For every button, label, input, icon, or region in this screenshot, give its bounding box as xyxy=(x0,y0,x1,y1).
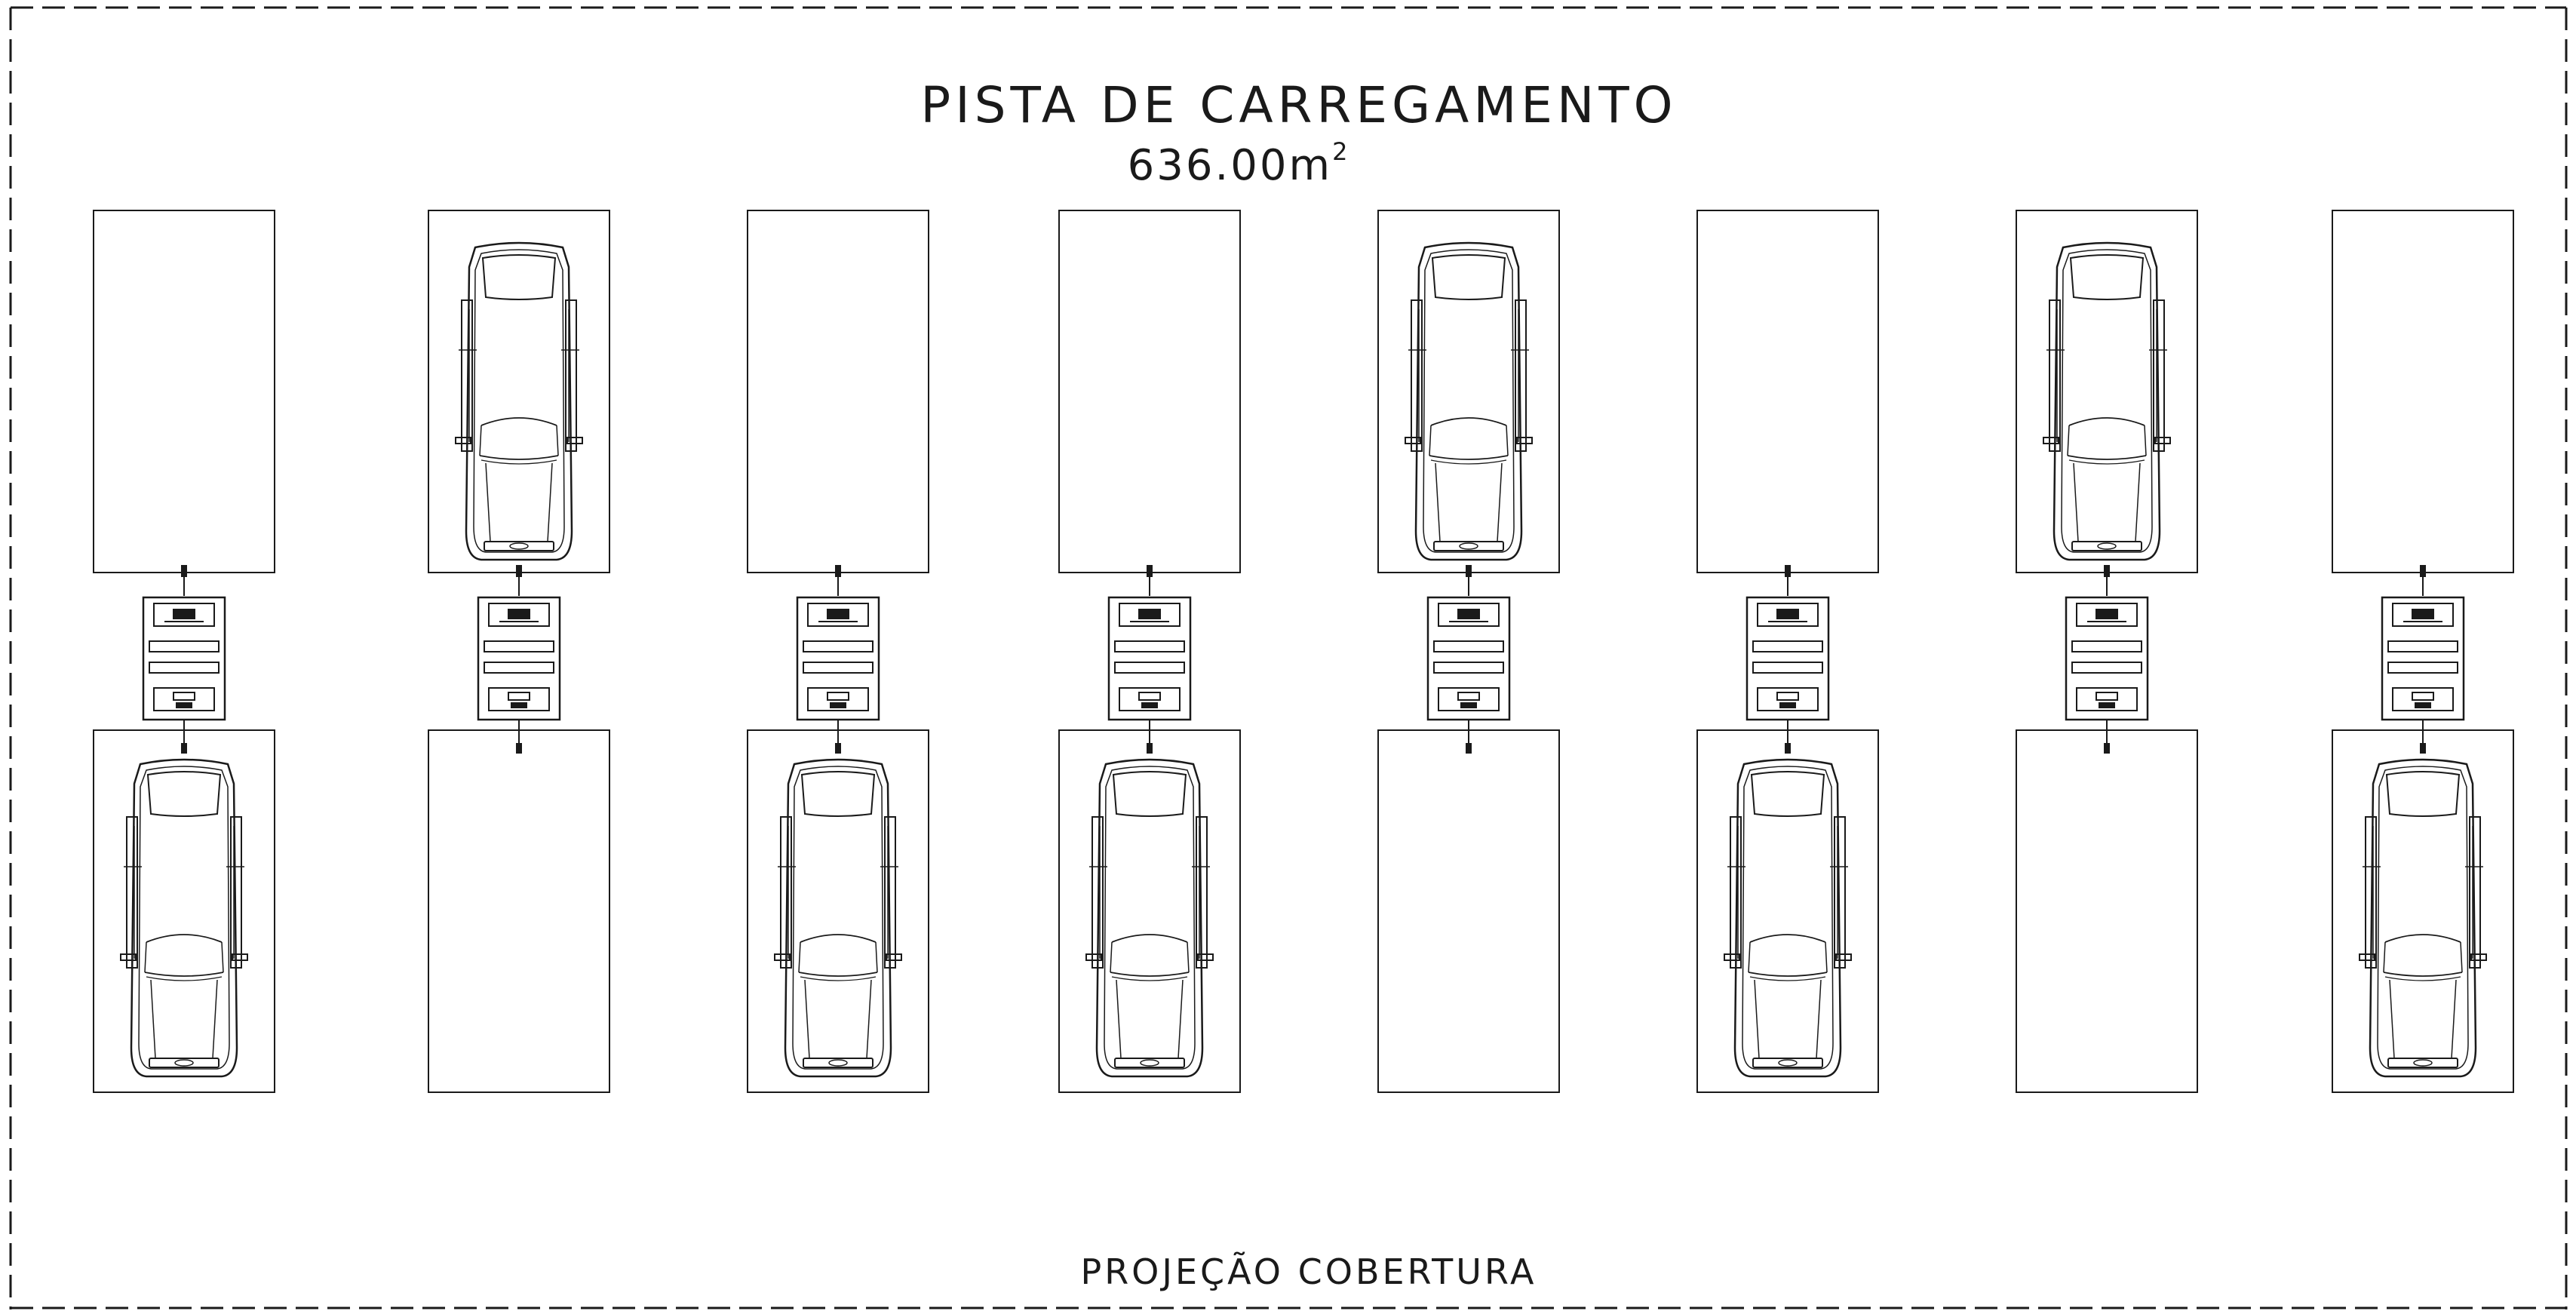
parking-slot-bottom xyxy=(2016,729,2198,1093)
car-bottom xyxy=(1724,758,1852,1078)
parking-slot-bottom xyxy=(747,729,929,1093)
ev-charger xyxy=(142,565,226,754)
parking-slot-top xyxy=(747,210,929,573)
charging-station xyxy=(1058,210,1241,1093)
parking-slot-bottom xyxy=(1377,729,1560,1093)
parking-slot-bottom xyxy=(93,729,275,1093)
ev-charger xyxy=(1745,565,1830,754)
car-bottom xyxy=(1085,758,1214,1078)
charging-station xyxy=(2332,210,2514,1093)
area-superscript: 2 xyxy=(1332,137,1349,166)
parking-slot-top xyxy=(1377,210,1560,573)
charging-station xyxy=(1696,210,1879,1093)
charging-station xyxy=(428,210,610,1093)
car-top xyxy=(2043,241,2171,561)
charging-station xyxy=(1377,210,1560,1093)
parking-slot-bottom xyxy=(2332,729,2514,1093)
parking-slot-top xyxy=(428,210,610,573)
footer-label: PROJEÇÃO COBERTURA xyxy=(1080,1251,1537,1292)
plan-area: 636.00m2 xyxy=(1128,137,1350,190)
car-bottom xyxy=(120,758,248,1078)
charging-station xyxy=(93,210,275,1093)
charging-stations xyxy=(93,210,2514,1093)
roof-projection-boundary xyxy=(9,6,2568,1309)
car-top xyxy=(1405,241,1533,561)
area-value: 636.00m xyxy=(1128,141,1333,190)
parking-slot-top xyxy=(1058,210,1241,573)
ev-charger xyxy=(477,565,561,754)
ev-charger xyxy=(2065,565,2149,754)
car-bottom xyxy=(774,758,902,1078)
parking-slot-bottom xyxy=(1058,729,1241,1093)
parking-slot-top xyxy=(93,210,275,573)
plan-title: PISTA DE CARREGAMENTO xyxy=(920,76,1677,134)
ev-charger xyxy=(796,565,880,754)
charging-station xyxy=(747,210,929,1093)
parking-slot-top xyxy=(2332,210,2514,573)
parking-slot-bottom xyxy=(428,729,610,1093)
ev-charger xyxy=(1107,565,1192,754)
charging-station xyxy=(2016,210,2198,1093)
car-top xyxy=(455,241,583,561)
car-bottom xyxy=(2359,758,2487,1078)
parking-slot-top xyxy=(2016,210,2198,573)
ev-charger xyxy=(2381,565,2465,754)
ev-charger xyxy=(1426,565,1511,754)
parking-slot-bottom xyxy=(1696,729,1879,1093)
parking-slot-top xyxy=(1696,210,1879,573)
